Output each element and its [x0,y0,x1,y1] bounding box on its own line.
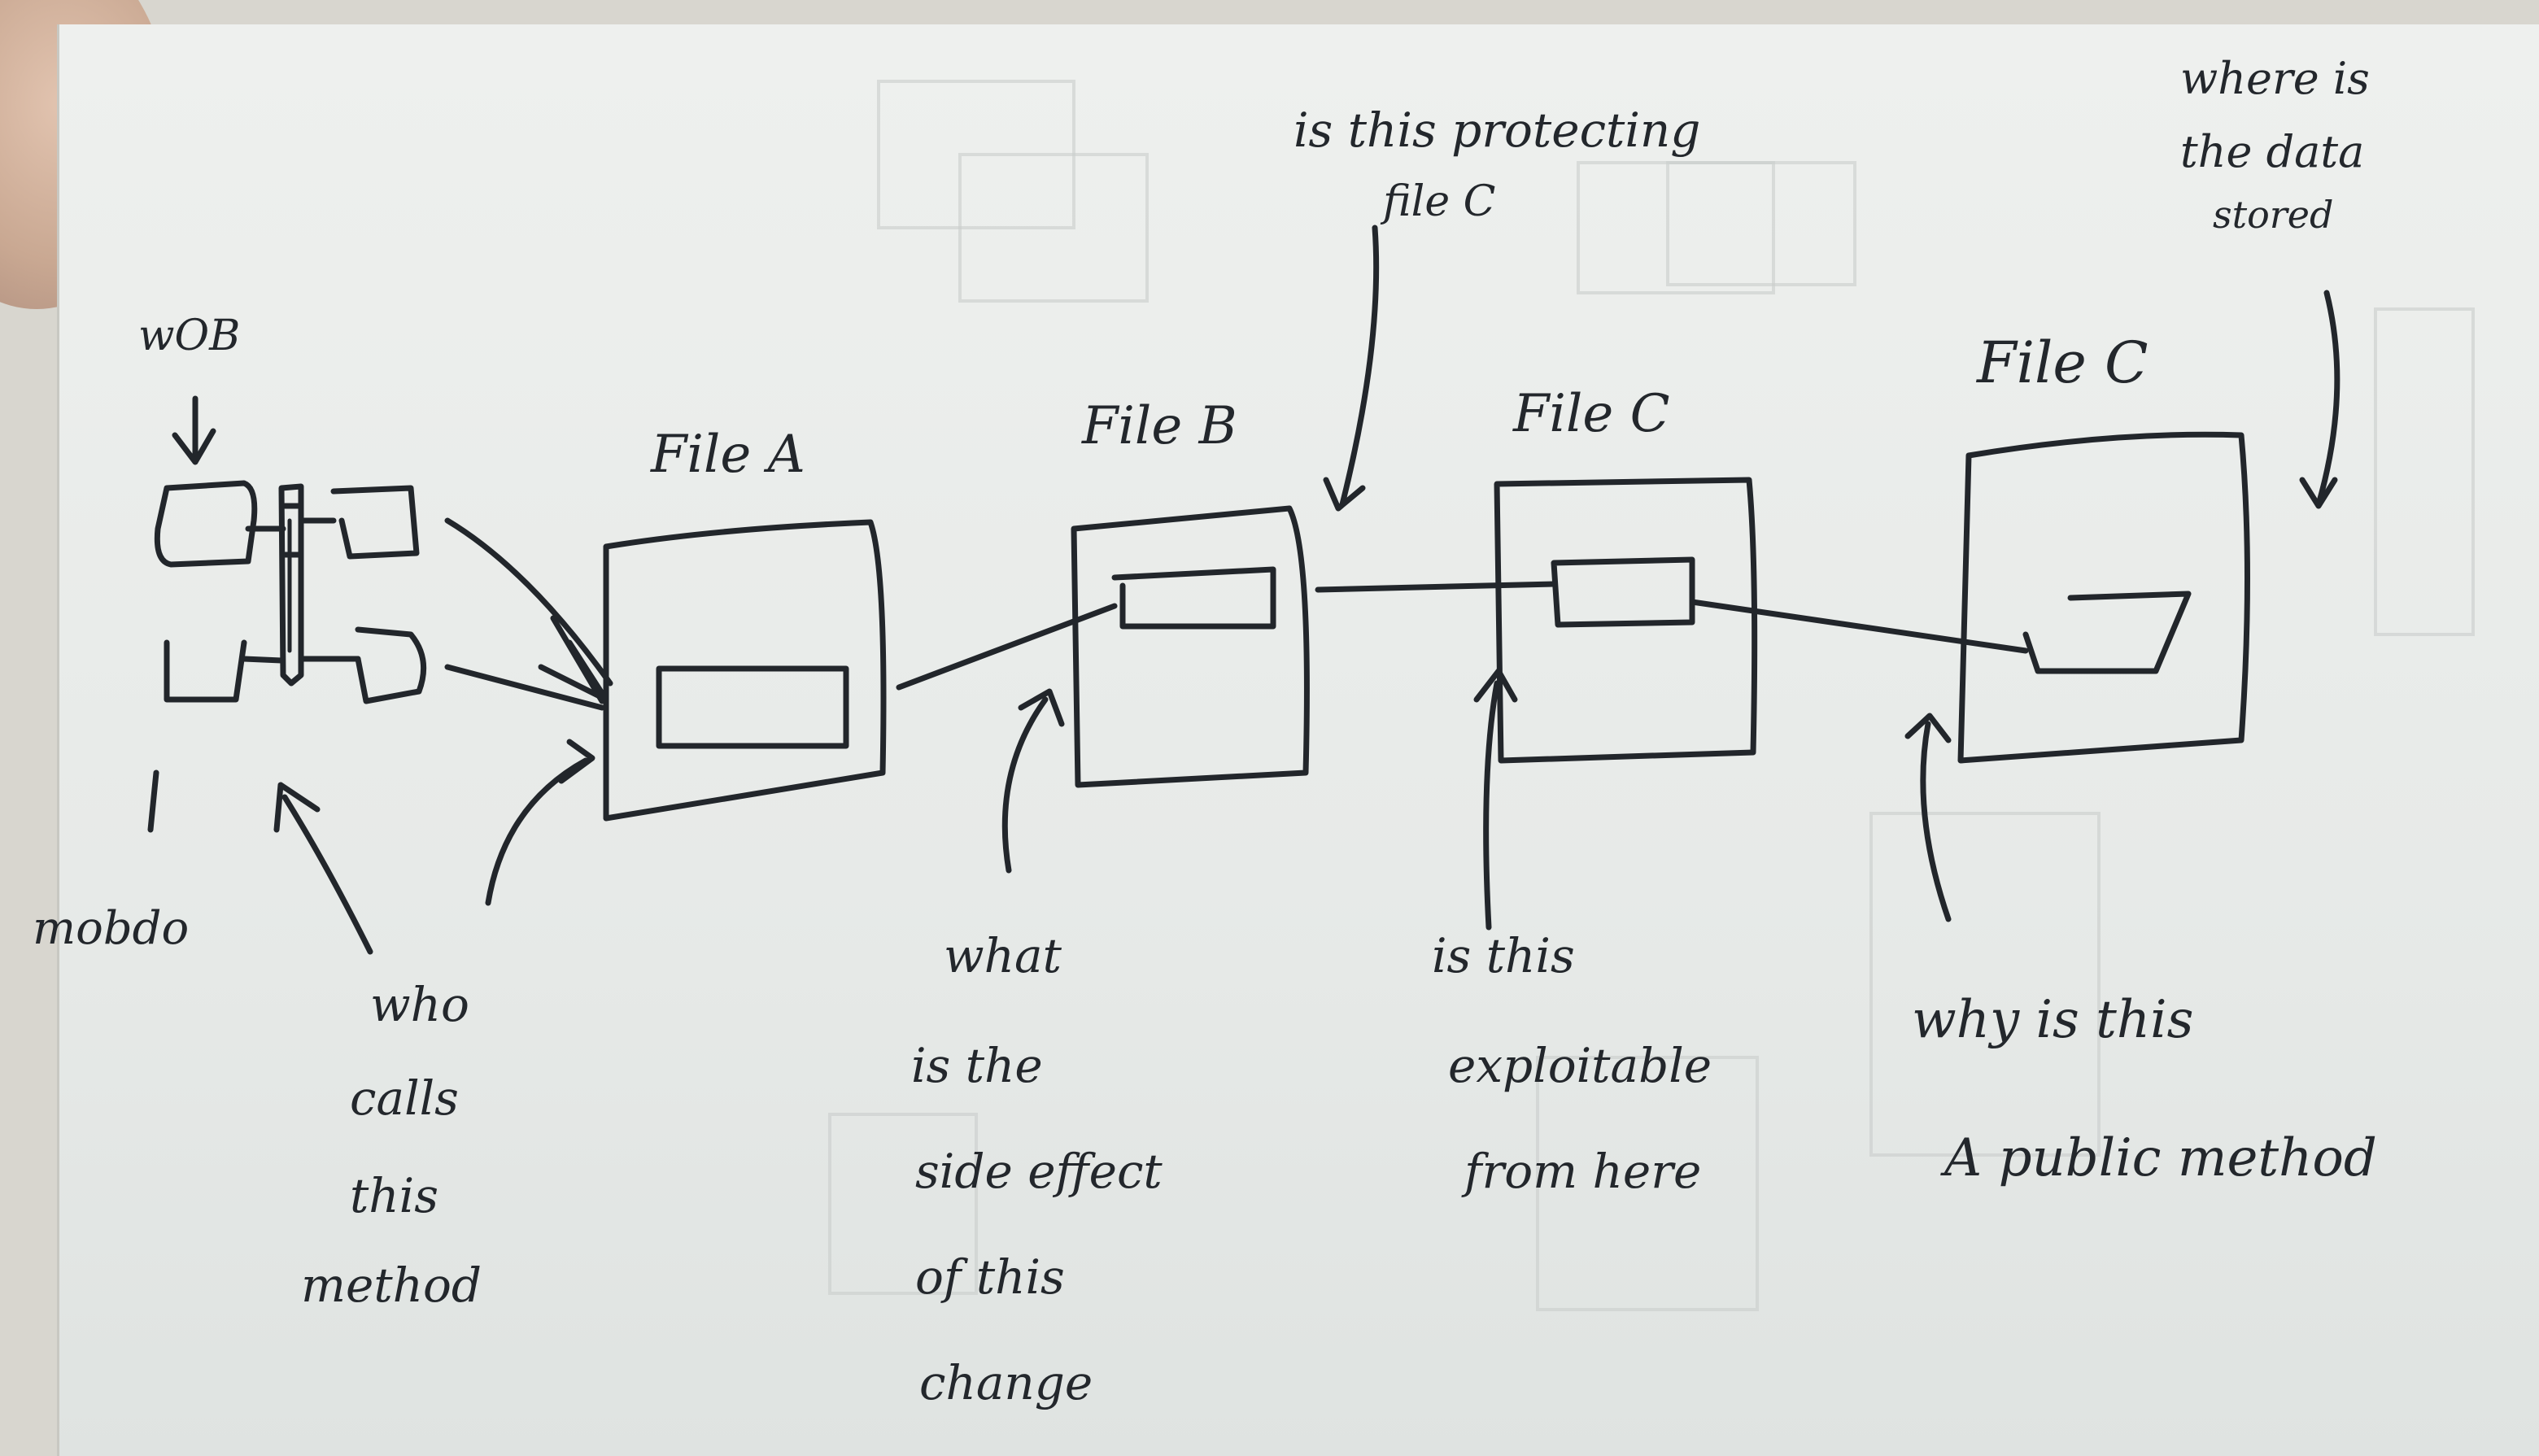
svg-text:what: what [944,928,1062,983]
svg-text:the data: the data [2180,126,2364,177]
svg-text:exploitable: exploitable [1448,1038,1712,1093]
notebook-page [57,24,2539,1456]
question-notes: who calls this method what is the side e… [301,53,2377,1410]
svg-text:is this protecting: is this protecting [1293,102,1700,158]
svg-text:who: who [370,977,469,1032]
file-a-box [603,519,887,822]
question-who-calls: who calls this method [301,977,482,1313]
question-public-method: why is this A public method [1912,990,2377,1188]
svg-text:is the: is the [911,1038,1043,1093]
label-mobile: mobdo [33,902,189,955]
question-data-stored: where is the data stored [2180,53,2370,237]
svg-text:method: method [301,1258,482,1313]
file-c1-box [1494,477,1758,764]
svg-text:where is: where is [2180,53,2370,104]
label-file-a: File A [650,425,805,485]
svg-text:change: change [919,1355,1093,1410]
question-side-effect: what is the side effect of this change [911,928,1163,1410]
annotation-arrows [147,225,2341,955]
file-c2-box [1957,431,2250,764]
svg-text:is this: is this [1432,928,1575,983]
label-file-b: File B [1081,396,1237,456]
client-nodes [154,480,427,704]
node-labels: wOB mobdo File A File B File C File C [33,312,2149,955]
svg-text:of this: of this [915,1249,1065,1305]
question-protecting: is this protecting file C [1293,102,1700,226]
svg-text:from here: from here [1461,1144,1701,1199]
label-file-c2: File C [1975,329,2149,396]
svg-text:side effect: side effect [915,1144,1163,1199]
svg-text:A public method: A public method [1940,1128,2377,1188]
label-file-c1: File C [1512,384,1670,444]
svg-text:calls: calls [350,1070,459,1126]
question-exploitable: is this exploitable from here [1432,928,1712,1199]
file-b-box [1071,505,1310,788]
connectors [444,517,2029,711]
svg-text:file C: file C [1380,177,1495,226]
label-web: wOB [138,312,240,360]
svg-text:stored: stored [2213,193,2333,237]
svg-text:this: this [350,1168,438,1223]
bleed-through [828,80,2475,1311]
svg-text:why is this: why is this [1912,990,2193,1050]
